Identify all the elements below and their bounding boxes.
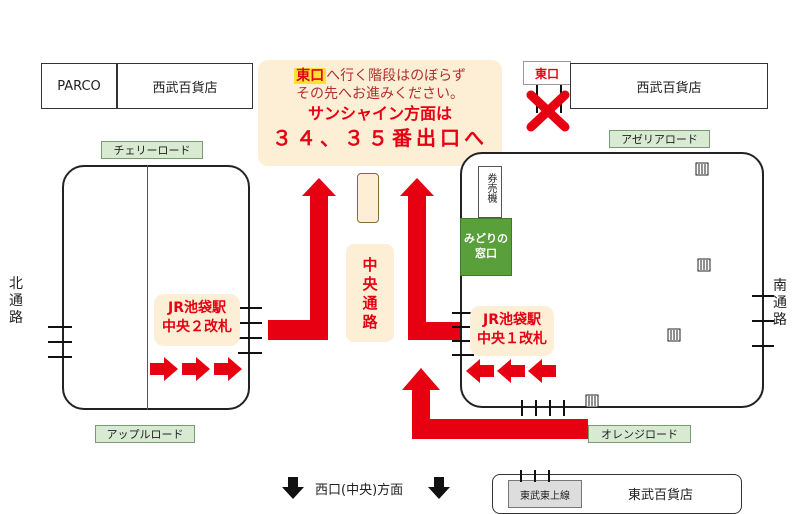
cherry-road-tag: チェリーロード [101, 141, 203, 159]
gate-tick [48, 326, 72, 328]
tobu-tojo-label: 東武東上線 [520, 490, 570, 502]
gate-tick [549, 400, 551, 416]
gate-tick [238, 337, 262, 339]
gate-tick [752, 345, 774, 347]
gate1-line1: JR池袋駅 [483, 312, 541, 328]
parco-label: PARCO [57, 78, 101, 94]
route-arrow-left [268, 178, 336, 340]
seibu-west-label: 西武百貨店 [152, 80, 218, 96]
gate-tick [452, 312, 474, 314]
south-char: 通 [773, 295, 787, 311]
central-char: 通 [362, 294, 378, 312]
gate2-line2: 中央２改札 [162, 319, 232, 335]
notice-line3: サンシャイン方面は [307, 104, 452, 123]
gate-tick [521, 400, 523, 416]
gate-tick [520, 470, 522, 482]
midori-line1: みどりの [464, 232, 508, 245]
gate-tick [452, 340, 474, 342]
notice-line1-rest: へ行く階段はのぼらず [326, 68, 466, 84]
gate-tick [238, 322, 262, 324]
seibu-store-east: 西武百貨店 [570, 63, 768, 109]
tobu-dept-label: 東武百貨店 [628, 488, 694, 503]
south-char: 路 [773, 312, 787, 328]
parco-store: PARCO [41, 63, 117, 109]
azalea-road-tag: アゼリアロード [609, 130, 710, 148]
central-gate-1-label: JR池袋駅 中央１改札 [470, 306, 554, 356]
notice-line2: その先へお進みください。 [296, 86, 464, 102]
midori-window: みどりの 窓口 [460, 218, 512, 276]
stairs-icon [585, 394, 599, 408]
west-exit-label: 西口(中央)方面 [315, 483, 404, 498]
ticket-machines-label: 券売機 [485, 173, 496, 203]
gate-tick [452, 354, 474, 356]
notice-highlight: 東口 [294, 68, 327, 84]
north-char: 路 [9, 310, 23, 326]
apple-road-label: アップルロード [106, 428, 184, 441]
cherry-road-label: チェリーロード [113, 144, 191, 157]
notice-line4: ３４、３５番出口へ [272, 126, 488, 150]
apple-road-tag: アップルロード [95, 425, 195, 443]
notice-box: 東口へ行く階段はのぼらず その先へお進みください。 サンシャイン方面は ３４、３… [258, 60, 502, 166]
gate1-line2: 中央１改札 [477, 331, 547, 347]
higashiguchi-label: 東口 [534, 66, 559, 81]
stairs-icon [695, 162, 709, 176]
north-char: 通 [9, 293, 23, 309]
notice-line1: 東口へ行く階段はのぼらず [258, 67, 502, 85]
closed-x-icon [526, 90, 570, 132]
direction-arrows-right [150, 357, 242, 381]
higashiguchi-box: 東口 [523, 61, 571, 85]
gate-tick [452, 326, 474, 328]
central-char: 中 [362, 256, 378, 274]
gate-tick [238, 352, 262, 354]
gate2-line1: JR池袋駅 [168, 300, 226, 316]
stairs-icon [667, 328, 681, 342]
gate-tick [534, 470, 536, 482]
south-char: 南 [773, 278, 787, 294]
passage-sign [357, 173, 379, 223]
central-passage-label: 中 央 通 路 [346, 244, 394, 342]
gate-tick [548, 470, 550, 482]
gate-tick [563, 400, 565, 416]
central-gate-2-label: JR池袋駅 中央２改札 [154, 294, 240, 346]
north-char: 北 [9, 276, 23, 292]
gate-tick [238, 307, 262, 309]
orange-road-tag: オレンジロード [588, 425, 691, 443]
seibu-store-west: 西武百貨店 [117, 63, 253, 109]
seibu-east-label: 西武百貨店 [636, 80, 702, 96]
south-passage-label: 南 通 路 [772, 278, 788, 329]
gate-tick [752, 295, 774, 297]
divider-line [147, 165, 148, 410]
down-arrow-icon [428, 477, 450, 499]
azalea-road-label: アゼリアロード [621, 133, 698, 146]
gate-tick [48, 356, 72, 358]
gate-tick [48, 341, 72, 343]
tobu-tojo-line-box: 東武東上線 [508, 480, 582, 508]
gate-tick [752, 320, 774, 322]
route-arrow-bottom [402, 368, 588, 439]
down-arrow-icon [282, 477, 304, 499]
north-passage-label: 北 通 路 [8, 276, 24, 327]
direction-arrows-left [466, 359, 556, 383]
central-char: 路 [362, 313, 378, 331]
midori-line2: 窓口 [475, 247, 497, 260]
orange-road-label: オレンジロード [601, 428, 678, 441]
ticket-machines: 券売機 [478, 166, 502, 218]
central-char: 央 [362, 275, 378, 293]
stairs-icon [697, 258, 711, 272]
route-arrow-right [400, 178, 461, 340]
gate-tick [535, 400, 537, 416]
